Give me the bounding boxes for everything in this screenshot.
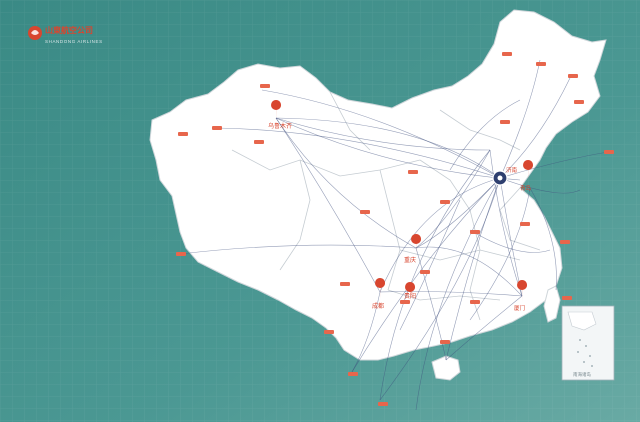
city-marker xyxy=(574,100,584,104)
city-marker xyxy=(254,140,264,144)
hub-label: 乌鲁木齐 xyxy=(268,122,292,130)
city-marker xyxy=(176,252,186,256)
map-pin-icon xyxy=(523,160,534,182)
city-marker xyxy=(568,74,578,78)
hub-urumqi: 乌鲁木齐 xyxy=(268,100,292,130)
logo-english: SHANDONG AIRLINES xyxy=(45,39,103,44)
city-marker xyxy=(378,402,388,406)
hub-jinan: 济南 xyxy=(492,166,518,186)
hainan-island xyxy=(431,355,461,381)
city-marker xyxy=(324,330,334,334)
city-marker xyxy=(500,120,510,124)
map-pin-icon xyxy=(375,278,386,300)
hub-chengdu: 成都 xyxy=(372,278,386,310)
hub-label: 济南 xyxy=(506,166,518,174)
city-marker xyxy=(470,300,480,304)
city-marker xyxy=(440,200,450,204)
city-marker xyxy=(420,270,430,274)
route-lines xyxy=(179,59,609,411)
hub-label: 成都 xyxy=(372,302,384,310)
map-pin-icon xyxy=(405,282,416,304)
city-marker xyxy=(340,282,350,286)
hub-label: 青岛 xyxy=(520,184,532,192)
hub-guiyang: 贵阳 xyxy=(404,282,416,304)
city-marker xyxy=(562,296,572,300)
city-marker xyxy=(360,210,370,214)
hub-qingdao: 青岛 xyxy=(520,160,534,192)
airline-logo: 山東航空公司 SHANDONG AIRLINES xyxy=(28,25,103,44)
hub-label: 重庆 xyxy=(404,256,416,264)
city-marker xyxy=(470,230,480,234)
city-marker xyxy=(536,62,546,66)
city-marker xyxy=(520,222,530,226)
city-marker xyxy=(348,372,358,376)
hub-label: 贵阳 xyxy=(404,292,416,300)
city-marker xyxy=(408,170,418,174)
city-marker xyxy=(502,52,512,56)
city-marker xyxy=(400,300,410,304)
inset-label: 南海诸岛 xyxy=(573,371,591,378)
city-marker xyxy=(212,126,222,130)
city-marker xyxy=(560,240,570,244)
china-landmass xyxy=(149,9,607,361)
city-marker xyxy=(178,132,188,136)
city-marker xyxy=(604,150,614,154)
south-sea-inset: 南海诸岛 xyxy=(561,305,615,381)
hub-chongqing: 重庆 xyxy=(404,234,422,264)
map-pin-icon xyxy=(411,234,422,256)
map-pin-icon xyxy=(271,100,282,122)
city-marker xyxy=(260,84,270,88)
map-pin-icon xyxy=(517,280,528,302)
logo-name: 山東航空公司 xyxy=(45,25,93,35)
city-markers xyxy=(176,52,614,406)
hub-label: 厦门 xyxy=(514,304,525,312)
hub-xiamen: 厦门 xyxy=(514,280,528,312)
city-marker xyxy=(440,340,450,344)
